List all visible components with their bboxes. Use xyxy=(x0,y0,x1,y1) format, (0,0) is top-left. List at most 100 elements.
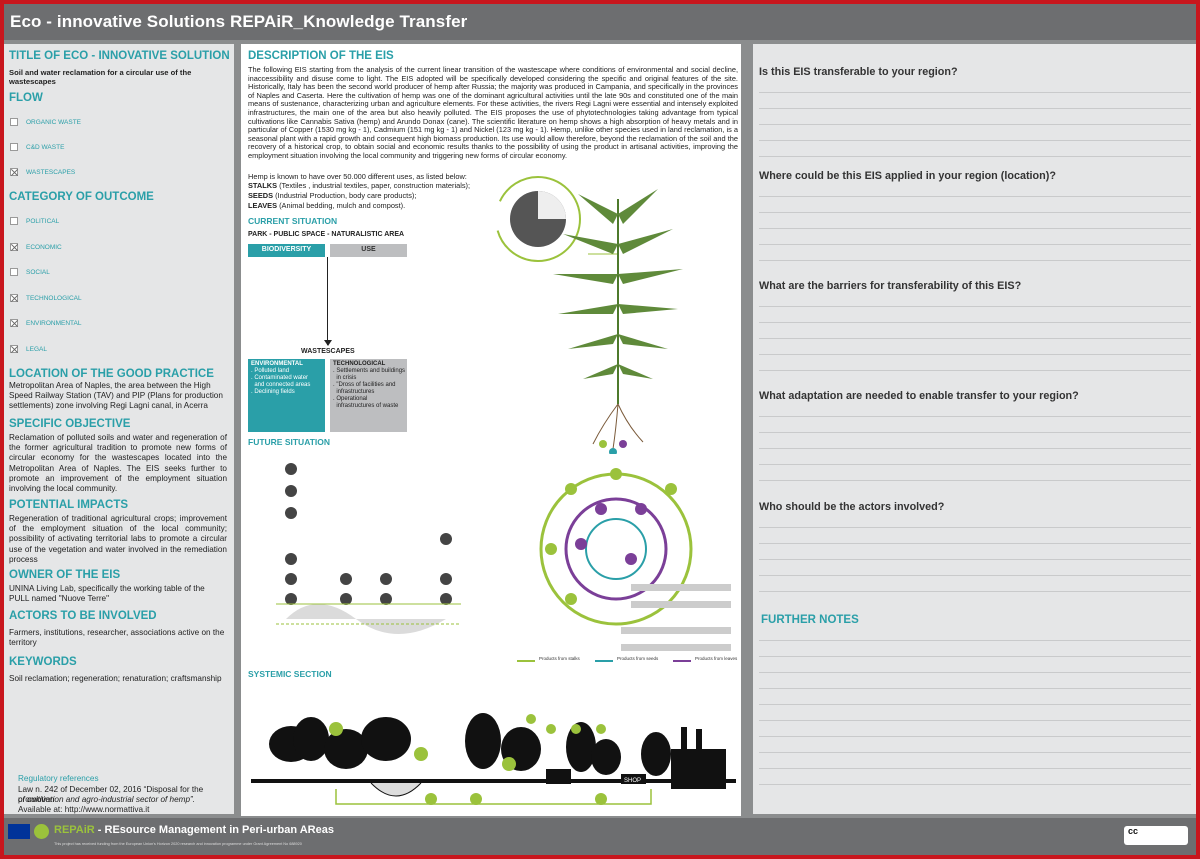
category-heading: CATEGORY OF OUTCOME xyxy=(9,191,154,203)
further-notes-heading: FURTHER NOTES xyxy=(761,614,859,626)
answer-line[interactable] xyxy=(759,140,1191,141)
future-diagram xyxy=(276,463,461,634)
location-body: Metropolitan Area of Naples, the area be… xyxy=(9,381,223,411)
keywords-heading: KEYWORDS xyxy=(9,656,77,668)
regulatory-line-3: Available at: http://www.normattiva.it xyxy=(18,805,150,814)
note-line[interactable] xyxy=(759,688,1191,689)
answer-line[interactable] xyxy=(759,212,1191,213)
note-line[interactable] xyxy=(759,720,1191,721)
wastescapes-label: WASTESCAPES xyxy=(301,348,355,355)
footer-brand-full: - REsource Management in Peri-urban ARea… xyxy=(94,824,334,836)
question: Is this EIS transferable to your region? xyxy=(759,66,958,78)
note-line[interactable] xyxy=(759,752,1191,753)
checkbox[interactable] xyxy=(10,344,18,353)
answer-line[interactable] xyxy=(759,228,1191,229)
note-line[interactable] xyxy=(759,672,1191,673)
shop-sign: SHOP xyxy=(624,778,641,784)
header-bar: Eco - innovative Solutions REPAiR_Knowle… xyxy=(4,4,1196,40)
hemp-plant-illustration xyxy=(495,176,683,454)
objective-heading: SPECIFIC OBJECTIVE xyxy=(9,418,131,430)
biodiversity-box: BIODIVERSITY xyxy=(248,244,325,257)
left-column: TITLE OF ECO - INNOVATIVE SOLUTION Soil … xyxy=(4,44,234,814)
answer-line[interactable] xyxy=(759,354,1191,355)
future-situation-heading: FUTURE SITUATION xyxy=(248,437,331,447)
note-line[interactable] xyxy=(759,640,1191,641)
checkbox[interactable] xyxy=(10,319,18,327)
checkbox[interactable] xyxy=(10,293,18,302)
answer-line[interactable] xyxy=(759,124,1191,125)
description-heading: DESCRIPTION OF THE EIS xyxy=(248,50,394,62)
answer-line[interactable] xyxy=(759,260,1191,261)
middle-column: DESCRIPTION OF THE EIS The following EIS… xyxy=(241,44,741,816)
title-body: Soil and water reclamation for a circula… xyxy=(9,68,192,86)
uses-stalks: STALKS (Textiles , industrial textiles, … xyxy=(248,181,498,191)
note-line[interactable] xyxy=(759,704,1191,705)
regulatory-line-2: of cultivation and agro-industrial secto… xyxy=(18,795,196,804)
answer-line[interactable] xyxy=(759,416,1191,417)
seeds-label: SEEDS xyxy=(248,191,274,200)
answer-line[interactable] xyxy=(759,92,1191,93)
keywords-body: Soil reclamation; regeneration; renatura… xyxy=(9,674,222,683)
stalks-text: (Textiles , industrial textiles, paper, … xyxy=(277,181,471,190)
answer-line[interactable] xyxy=(759,559,1191,560)
answer-line[interactable] xyxy=(759,543,1191,544)
checkbox-label: LEGAL xyxy=(26,345,47,353)
answer-line[interactable] xyxy=(759,575,1191,576)
legend-label: Products from stalks xyxy=(539,656,580,661)
uses-leaves: LEAVES (Animal bedding, mulch and compos… xyxy=(248,201,498,211)
park-label: PARK - PUBLIC SPACE - NATURALISTIC AREA xyxy=(248,231,405,238)
checkbox[interactable] xyxy=(10,242,18,251)
arrow-line xyxy=(327,257,328,345)
leaves-text: (Animal bedding, mulch and compost). xyxy=(277,201,406,210)
answer-line[interactable] xyxy=(759,196,1191,197)
note-line[interactable] xyxy=(759,656,1191,657)
checkbox-label: C&D WASTE xyxy=(26,144,65,151)
answer-line[interactable] xyxy=(759,591,1191,592)
checkbox[interactable] xyxy=(10,217,18,225)
cc-text: cc xyxy=(1128,826,1139,836)
systemic-section-heading: SYSTEMIC SECTION xyxy=(248,669,332,679)
answer-line[interactable] xyxy=(759,306,1191,307)
checkbox-label: ENVIRONMENTAL xyxy=(26,320,82,327)
footer-funding: This project has received funding from t… xyxy=(54,842,302,846)
stalks-label: STALKS xyxy=(248,181,278,190)
question: Where could be this EIS applied in your … xyxy=(759,170,1056,182)
answer-line[interactable] xyxy=(759,322,1191,323)
location-heading: LOCATION OF THE GOOD PRACTICE xyxy=(9,368,214,380)
answer-line[interactable] xyxy=(759,156,1191,157)
checkbox[interactable] xyxy=(10,143,18,151)
technological-box: TECHNOLOGICAL . Settlements and building… xyxy=(330,359,407,432)
use-box: USE xyxy=(330,244,407,257)
question: Who should be the actors involved? xyxy=(759,501,945,513)
answer-line[interactable] xyxy=(759,370,1191,371)
answer-line[interactable] xyxy=(759,108,1191,109)
environmental-list: . Polluted land . Contaminated water and… xyxy=(251,368,311,395)
systemic-section-illustration: SHOP xyxy=(251,713,736,805)
question: What are the barriers for transferabilit… xyxy=(759,280,1022,292)
note-line[interactable] xyxy=(759,768,1191,769)
checkbox[interactable] xyxy=(10,118,18,126)
actors-heading: ACTORS TO BE INVOLVED xyxy=(9,610,157,622)
owner-body: UNINA Living Lab, specifically the worki… xyxy=(9,584,205,604)
checkbox-label: POLITICAL xyxy=(26,218,60,225)
note-line[interactable] xyxy=(759,736,1191,737)
seeds-text: (Industrial Production, body care produc… xyxy=(273,191,417,200)
checkbox-label: SOCIAL xyxy=(26,269,50,276)
checkbox[interactable] xyxy=(10,268,18,276)
answer-line[interactable] xyxy=(759,448,1191,449)
environmental-box: ENVIRONMENTAL . Polluted land . Contamin… xyxy=(248,359,325,432)
flow-heading: FLOW xyxy=(9,92,43,104)
note-line[interactable] xyxy=(759,784,1191,785)
uses-seeds: SEEDS (Industrial Production, body care … xyxy=(248,191,498,201)
answer-line[interactable] xyxy=(759,432,1191,433)
checkbox[interactable] xyxy=(10,168,18,176)
answer-line[interactable] xyxy=(759,244,1191,245)
title-heading: TITLE OF ECO - INNOVATIVE SOLUTION xyxy=(9,50,230,62)
right-column: Is this EIS transferable to your region?… xyxy=(753,44,1196,814)
answer-line[interactable] xyxy=(759,527,1191,528)
answer-line[interactable] xyxy=(759,480,1191,481)
answer-line[interactable] xyxy=(759,338,1191,339)
legend-swatch xyxy=(517,660,535,662)
regulatory-heading: Regulatory references xyxy=(18,774,99,783)
answer-line[interactable] xyxy=(759,464,1191,465)
